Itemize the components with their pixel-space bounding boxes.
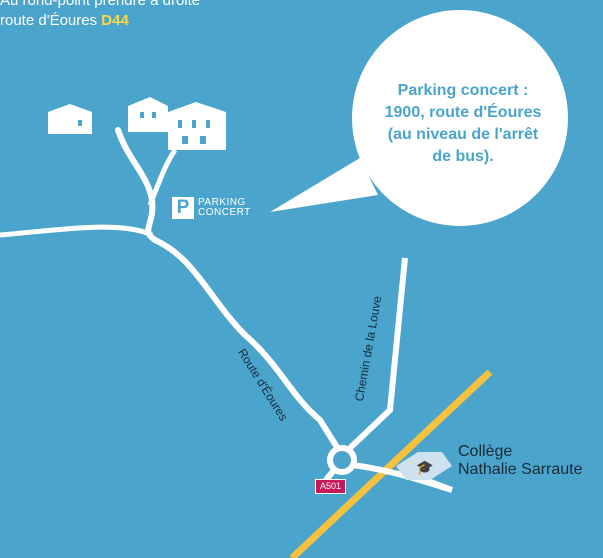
directions-note: Au rond-point prendre à droite route d'É… [0, 0, 200, 31]
college-line-1: Collège [458, 443, 513, 460]
chemin-louve [347, 257, 408, 451]
parking-marker: P PARKING CONCERT [172, 197, 251, 219]
address-line-3: (au niveau de l'arrêt [387, 126, 539, 143]
route-eoures [115, 127, 343, 455]
address-line-1: Parking concert : [397, 82, 529, 99]
parking-label-line-1: PARKING [198, 197, 246, 208]
directions-line-1: Au rond-point prendre à droite [0, 0, 201, 9]
parking-bubble [270, 10, 568, 226]
directions-line-2: route d'Éoures D44 [0, 12, 129, 29]
parking-address: Parking concert : 1900, route d'Éoures (… [368, 80, 558, 168]
college-line-2: Nathalie Sarraute [458, 461, 583, 478]
parking-label-line-2: CONCERT [198, 207, 251, 218]
house-windows [78, 112, 210, 144]
houses-icon [48, 97, 226, 150]
school-icon: 🎓 [416, 459, 433, 476]
road-branch-houses [147, 148, 178, 206]
road-code-d44: D44 [101, 12, 129, 29]
college-marker [396, 452, 452, 480]
address-line-2: 1900, route d'Éoures [384, 104, 542, 121]
highway-a501 [289, 369, 493, 558]
parking-icon: P [172, 197, 194, 219]
road-branch-west [0, 224, 154, 238]
parking-label: PARKING CONCERT [198, 198, 251, 218]
highway-badge: A501 [315, 479, 347, 494]
college-label: Collège Nathalie Sarraute [458, 443, 583, 479]
address-line-4: de bus). [432, 148, 494, 165]
roundabout [327, 445, 357, 475]
